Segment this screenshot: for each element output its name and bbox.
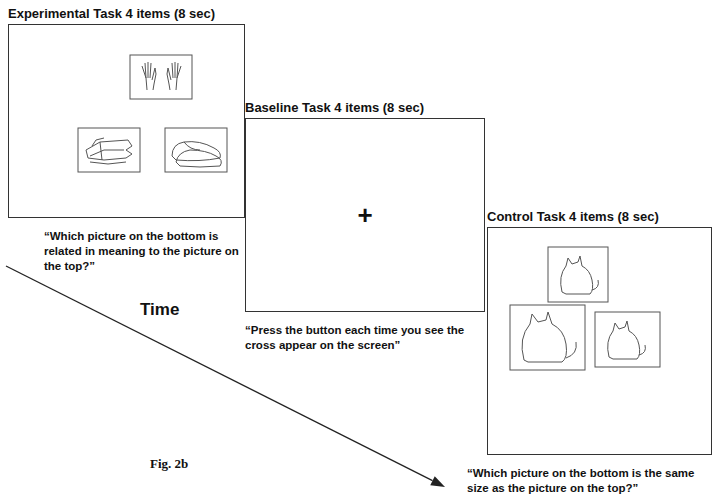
task-panel: Experimental Task 4 items (8 sec)“Which … [8,6,245,274]
panel-frame [487,227,712,455]
hand-drawing [142,62,156,90]
picture-frame [78,128,140,172]
picture-frame [165,128,227,172]
panel-heading: Experimental Task 4 items (8 sec) [8,6,245,22]
axis-label: Time [140,300,179,320]
cat-drawing [522,312,576,362]
task-instruction: “Which picture on the bottom is the same… [467,466,712,496]
picture-frame [510,305,585,370]
task-instruction: “Which picture on the bottom is related … [44,229,251,274]
arrow-head [430,476,445,487]
figure-label: Fig. 2b [150,456,188,472]
hand-drawing [167,62,181,90]
panel-heading: Control Task 4 items (8 sec) [487,209,712,225]
picture-frame [548,247,608,302]
task-panel: Baseline Task 4 items (8 sec) + “Press the… [245,100,485,353]
task-instruction: “Press the button each time you see the … [245,323,485,353]
panel-heading: Baseline Task 4 items (8 sec) [245,100,485,116]
shoe-drawing [172,142,220,161]
glove-drawing [86,138,132,160]
glove-drawing [90,150,126,164]
picture-frame [130,55,192,99]
task-panel: Control Task 4 items (8 sec)“Which pictu… [487,209,712,496]
panel-frame: + [245,118,485,312]
time-arrow [6,266,433,481]
fixation-cross: + [357,202,372,228]
picture-frame [595,312,660,367]
shoe-drawing [176,150,221,167]
cat-drawing [561,256,599,294]
panel-frame [8,24,245,218]
cat-drawing [608,321,646,359]
